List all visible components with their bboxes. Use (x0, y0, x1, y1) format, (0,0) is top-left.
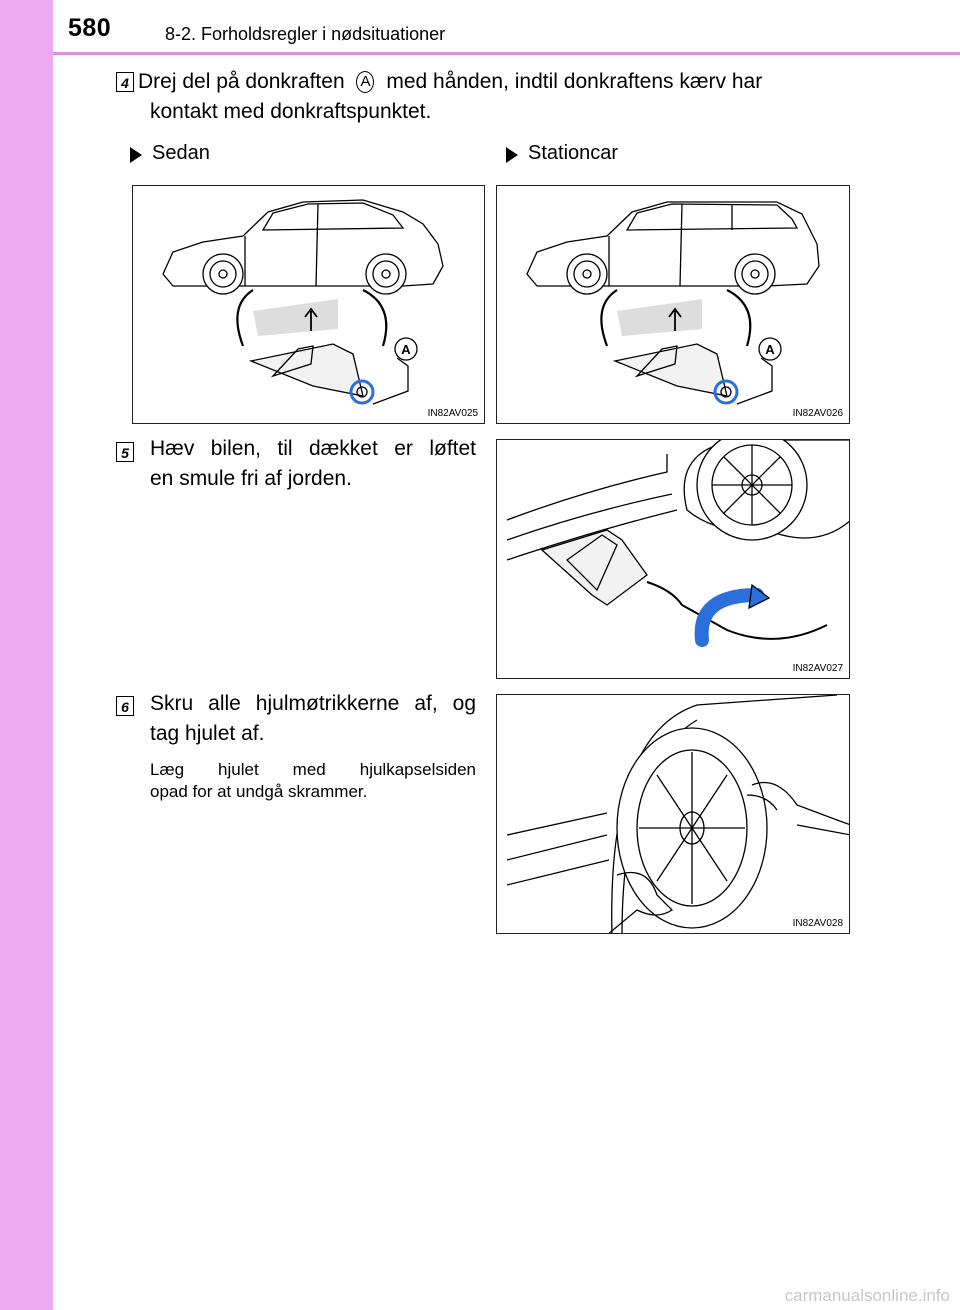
page-sidebar (0, 0, 53, 1310)
figure-sedan-jack: A IN82AV025 (132, 185, 485, 424)
figure-3-id: IN82AV027 (792, 663, 843, 674)
watermark: carmanualsonline.info (784, 1286, 950, 1305)
step-5-line1: Hæv bilen, til dækket er løftet (150, 437, 476, 460)
step-4-text-before: Drej del på donkraften (138, 70, 345, 93)
figure-1-callout: A (401, 342, 411, 357)
figure-stationcar-jack: A IN82AV026 (496, 185, 850, 424)
step-4-line2: kontakt med donkraftspunktet. (150, 100, 432, 123)
sedan-body-icon (162, 199, 444, 287)
sedan-label: Sedan (152, 142, 210, 164)
section-title: 8-2. Forholdsregler i nødsituationer (165, 24, 446, 44)
step-6-note: Læg hjulet med hjulkapselsiden opad for … (150, 759, 476, 803)
step-6-note-line1: Læg hjulet med hjulkapselsiden (150, 760, 476, 779)
figure-4-id: IN82AV028 (792, 918, 843, 929)
step-6-text: Skru alle hjulmøtrikkerne af, og tag hju… (150, 689, 476, 749)
step-4-number: 4 (116, 72, 134, 92)
figure-remove-wheel: IN82AV028 (496, 694, 850, 934)
stationcar-bullet-icon (506, 147, 518, 163)
stationcar-body-icon (526, 201, 820, 287)
step-6-line2: tag hjulet af. (150, 722, 265, 745)
figure-raise-vehicle: IN82AV027 (496, 439, 850, 679)
step-6-line1: Skru alle hjulmøtrikkerne af, og (150, 692, 476, 715)
step-4-text-after: med hånden, indtil donkraftens kærv har (386, 70, 763, 93)
figure-2-id: IN82AV026 (792, 408, 843, 419)
page-number: 580 (68, 14, 112, 42)
step-5-line2: en smule fri af jorden. (150, 467, 352, 490)
step-6-number: 6 (116, 696, 134, 716)
part-marker: A (356, 71, 375, 93)
figure-2-callout: A (765, 342, 775, 357)
step-5-text: Hæv bilen, til dækket er løftet en smule… (150, 434, 476, 494)
step-6-note-line2: opad for at undgå skrammer. (150, 782, 368, 801)
step-4-line1: Drej del på donkraften A med hånden, ind… (138, 67, 852, 97)
figure-1-id: IN82AV025 (427, 408, 478, 419)
sedan-bullet-icon (130, 147, 142, 163)
header-rule (53, 52, 960, 55)
step-5-number: 5 (116, 442, 134, 462)
stationcar-label: Stationcar (528, 142, 619, 164)
